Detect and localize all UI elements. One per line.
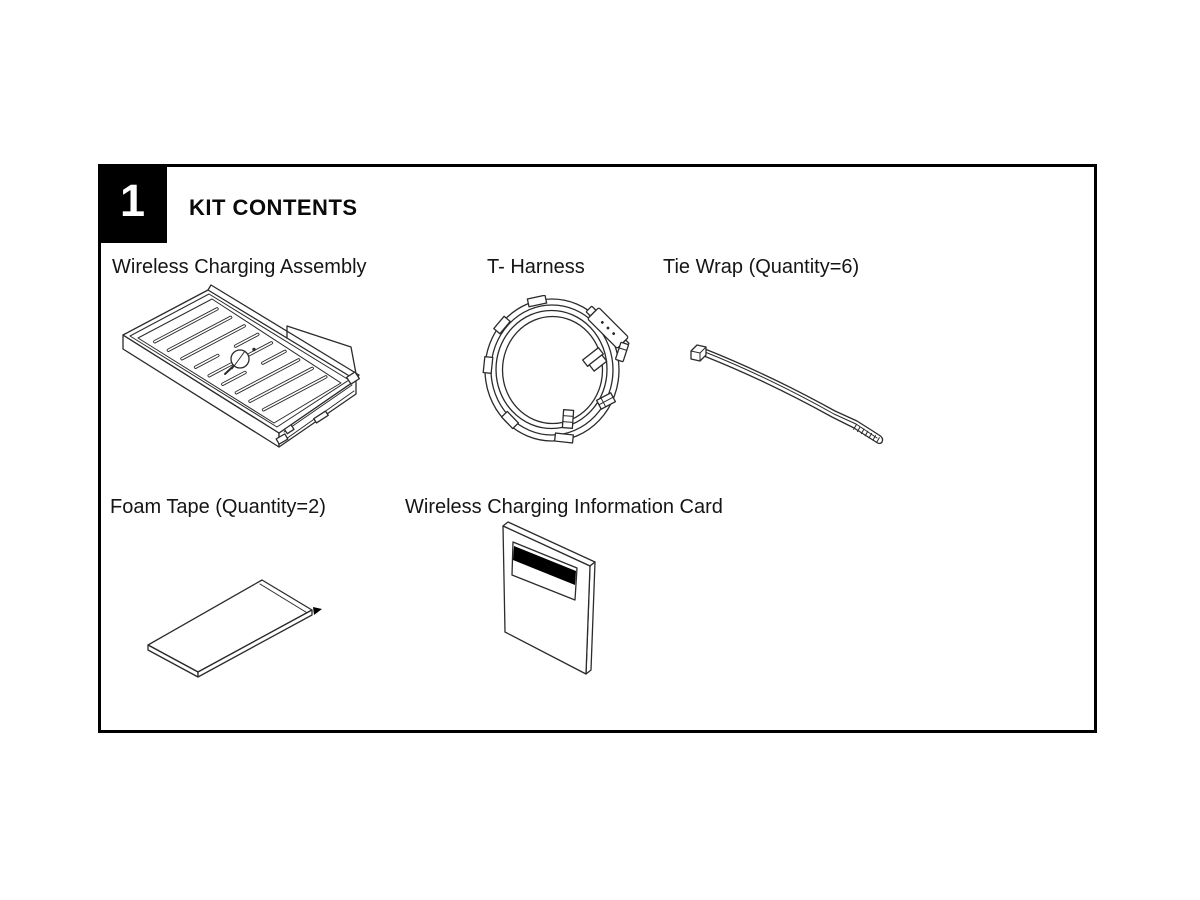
label-foam-tape: Foam Tape (Quantity=2) (110, 496, 326, 518)
qi-logo-icon (224, 347, 256, 375)
label-t-harness: T- Harness (487, 256, 585, 278)
step-number-box: 1 (98, 164, 167, 243)
label-tie-wrap: Tie Wrap (Quantity=6) (663, 256, 860, 278)
label-information-card: Wireless Charging Information Card (405, 496, 723, 518)
t-harness-illustration (482, 295, 630, 444)
tie-wrap-illustration (690, 344, 884, 445)
information-card-illustration (502, 521, 596, 675)
label-wireless-charging-assembly: Wireless Charging Assembly (112, 256, 367, 278)
tie-wrap-head (690, 344, 707, 362)
section-title: KIT CONTENTS (189, 195, 358, 220)
foam-tape-illustration (147, 579, 322, 678)
wireless-charging-assembly-illustration (122, 284, 361, 448)
step-number: 1 (119, 174, 146, 226)
